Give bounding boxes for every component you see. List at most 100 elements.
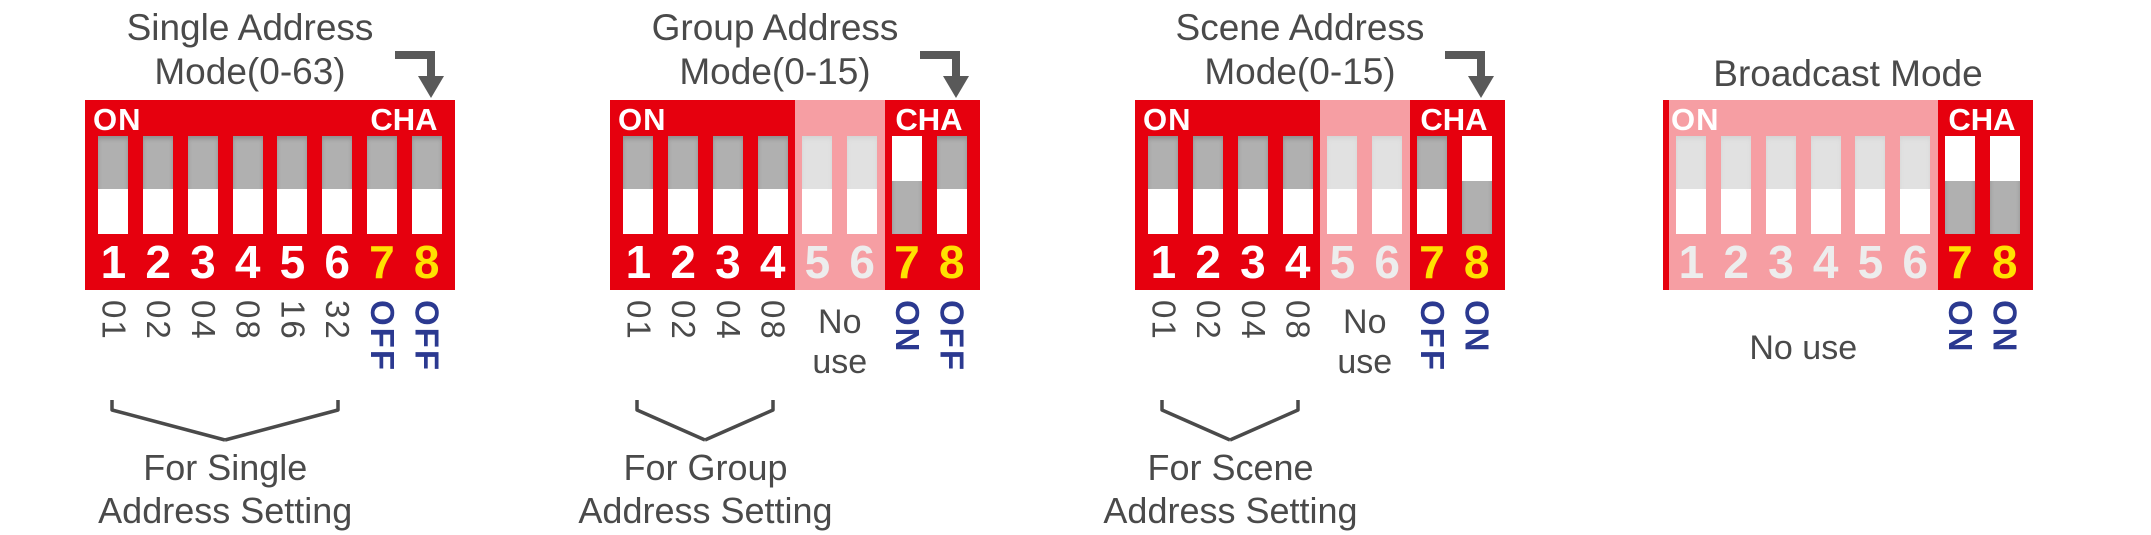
- switch-below-label: OFF: [933, 300, 971, 372]
- dip-switch-number: 4: [234, 236, 261, 288]
- on-direction-label: ON: [1671, 102, 1720, 137]
- dip-switch-3: 3: [1758, 100, 1804, 290]
- switch-below-label: 16: [274, 300, 312, 341]
- dip-slider-handle: [891, 136, 922, 181]
- dip-slider-handle: [277, 189, 308, 234]
- switch-below-label: 02: [140, 300, 178, 341]
- dip-slider-handle: [187, 189, 218, 234]
- on-direction-label: ON: [1143, 102, 1192, 137]
- no-use-label: No use: [1683, 328, 1923, 368]
- dip-switch-8: 8: [404, 100, 449, 290]
- dip-slider-handle: [366, 189, 397, 234]
- dip-slider-3: [1765, 136, 1796, 234]
- dip-slider-2: [1193, 136, 1224, 234]
- dip-switch-number: 8: [413, 236, 440, 288]
- cha-label: CHA: [1420, 102, 1488, 137]
- switch-below-label-box: OFF: [362, 300, 402, 405]
- dip-switch-number: 6: [849, 236, 875, 288]
- dip-switch-number: 4: [1284, 236, 1311, 288]
- dip-switch-number: 1: [100, 236, 127, 288]
- dip-switch-3: 3: [181, 100, 226, 290]
- dip-slider-8: [1461, 136, 1492, 234]
- switch-below-label-box: OFF: [932, 300, 972, 405]
- dip-switch-4: 4: [750, 100, 795, 290]
- dip-slider-handle: [847, 189, 878, 234]
- cha-label: CHA: [370, 102, 438, 137]
- dip-slider-2: [668, 136, 699, 234]
- dip-switch-2: 2: [661, 100, 706, 290]
- switch-below-label: 01: [620, 300, 658, 341]
- on-direction-label: ON: [618, 102, 667, 137]
- dip-slider-1: [98, 136, 129, 234]
- dip-switch-number: 5: [1329, 236, 1356, 288]
- panel-title-line: Mode(0-63): [154, 51, 346, 92]
- dip-switch-number: 5: [279, 236, 306, 288]
- dip-slider-1: [623, 136, 654, 234]
- dip-slider-3: [1237, 136, 1268, 234]
- panel-title-line: Single Address: [126, 7, 374, 48]
- switch-below-label-box: 01: [93, 300, 133, 405]
- switch-below-label: 02: [665, 300, 703, 341]
- dip-switch-number: 1: [1150, 236, 1177, 288]
- switch-below-label-box: 08: [1278, 300, 1318, 405]
- switch-below-label-box: 01: [1143, 300, 1183, 405]
- dip-slider-8: [411, 136, 442, 234]
- dip-slider-handle: [1237, 189, 1268, 234]
- dip-slider-handle: [232, 189, 263, 234]
- dip-switch-3: 3: [1231, 100, 1276, 290]
- dip-switch-number: 6: [1374, 236, 1400, 288]
- switch-below-label: OFF: [363, 300, 401, 372]
- cha-pointer-arrow-icon: [920, 48, 982, 100]
- panel-title-line: Scene Address: [1175, 7, 1425, 48]
- switch-below-label-box: 02: [1188, 300, 1228, 405]
- switch-below-label-box: 04: [1233, 300, 1273, 405]
- switch-below-label-box: 02: [663, 300, 703, 405]
- dip-slider-7: [1416, 136, 1447, 234]
- dip-slider-4: [757, 136, 788, 234]
- dip-slider-handle: [1765, 189, 1796, 234]
- dip-slider-handle: [1416, 189, 1447, 234]
- grouping-bracket-icon: [109, 398, 341, 446]
- dip-slider-3: [712, 136, 743, 234]
- dip-slider-handle: [1810, 189, 1841, 234]
- dip-switch-7: 7: [360, 100, 405, 290]
- dip-slider-handle: [1193, 189, 1224, 234]
- dip-switch-number: 1: [1678, 236, 1705, 288]
- switch-below-label-box: OFF: [407, 300, 447, 405]
- dip-switch-4: 4: [1275, 100, 1320, 290]
- switch-below-label-box: 08: [228, 300, 268, 405]
- dip-switch-number: 4: [759, 236, 786, 288]
- dip-switch-number: 2: [670, 236, 696, 288]
- dip-switch-8: 8: [929, 100, 974, 290]
- dip-switch-8: 8: [1454, 100, 1499, 290]
- switch-below-label: 04: [184, 300, 222, 341]
- no-use-line: No: [818, 303, 862, 341]
- switch-below-label: ON: [1941, 300, 1979, 354]
- panel-caption-line: For Group: [623, 447, 788, 488]
- dip-switch-number: 2: [145, 236, 171, 288]
- dip-slider-4: [1282, 136, 1313, 234]
- switch-below-label-box: 08: [753, 300, 793, 405]
- dip-switch-4: 4: [225, 100, 270, 290]
- dip-slider-handle: [1944, 136, 1975, 181]
- switch-below-label-box: OFF: [1412, 300, 1452, 405]
- dip-slider-handle: [1461, 136, 1492, 181]
- panel-title-line: Mode(0-15): [1204, 51, 1396, 92]
- dip-slider-5: [802, 136, 833, 234]
- dip-slider-1: [1676, 136, 1707, 234]
- switch-below-label-box: 32: [317, 300, 357, 405]
- dip-slider-6: [1900, 136, 1931, 234]
- dip-switch-6: 6: [1364, 100, 1410, 290]
- dip-slider-handle: [1282, 189, 1313, 234]
- dip-slider-5: [1855, 136, 1886, 234]
- switch-below-label: 04: [709, 300, 747, 341]
- dip-slider-handle: [623, 189, 654, 234]
